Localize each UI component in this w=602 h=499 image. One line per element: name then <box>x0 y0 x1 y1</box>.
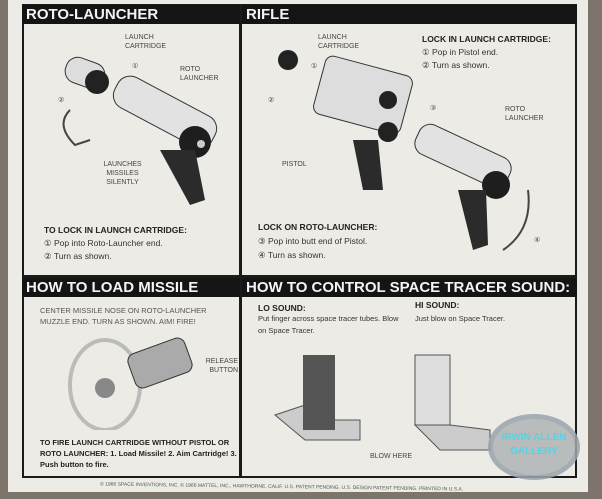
rifle-cartridge-step-2: ② Turn as shown. <box>422 60 490 70</box>
load-missile-intro: CENTER MISSILE NOSE ON ROTO-LAUNCHER MUZ… <box>40 306 207 326</box>
roto-launcher-title: ROTO-LAUNCHER <box>22 5 240 24</box>
lo-sound-text: Put finger across space tracer tubes. Bl… <box>258 314 399 335</box>
roto-launcher-illustration <box>62 56 218 205</box>
rifle-step-2-marker: ② <box>268 97 275 104</box>
watermark-line-1: IRWIN ALLEN <box>501 432 567 443</box>
rifle-illustration <box>278 50 530 251</box>
rifle-roto-launcher-label: ROTO LAUNCHER <box>505 106 544 122</box>
rifle-launch-cartridge-label: LAUNCH CARTRIDGE <box>318 34 360 50</box>
missile-illustration <box>68 337 193 430</box>
rifle-title: RIFLE <box>242 5 577 24</box>
space-tracer-illustration <box>273 354 491 451</box>
roto-step-1: ① Pop into Roto-Launcher end. <box>44 238 163 248</box>
rifle-step-4-marker: ④ <box>534 237 541 244</box>
rifle-roto-step-3: ③ Pop into butt end of Pistol. <box>258 236 368 246</box>
step-1-marker: ① <box>132 63 139 70</box>
roto-step-2: ② Turn as shown. <box>44 251 112 261</box>
step-2-marker: ② <box>58 97 65 104</box>
pistol-label: PISTOL <box>282 161 307 168</box>
rifle-step-3-marker: ③ <box>430 105 437 112</box>
release-button-label: RELEASE BUTTON <box>205 358 238 374</box>
launch-cartridge-label: LAUNCH CARTRIDGE <box>125 34 167 50</box>
rifle-cartridge-step-1: ① Pop in Pistol end. <box>422 47 499 57</box>
vertical-divider <box>239 4 242 478</box>
blow-here-label: BLOW HERE <box>370 453 413 460</box>
horizontal-divider <box>22 275 577 278</box>
lock-roto-heading: LOCK ON ROTO-LAUNCHER: <box>258 222 378 232</box>
rifle-lock-cartridge-heading: LOCK IN LAUNCH CARTRIDGE: <box>422 34 551 44</box>
hi-sound-heading: HI SOUND: <box>415 300 460 310</box>
hi-sound-text: Just blow on Space Tracer. <box>415 314 506 323</box>
watermark-line-2: GALLERY <box>510 446 558 457</box>
roto-launcher-label: ROTO LAUNCHER <box>180 66 219 82</box>
lock-cartridge-heading: TO LOCK IN LAUNCH CARTRIDGE: <box>44 225 187 235</box>
load-missile-title: HOW TO LOAD MISSILE <box>22 278 240 297</box>
launches-silently-label: LAUNCHES MISSILES SILENTLY <box>103 161 142 186</box>
lo-sound-heading: LO SOUND: <box>258 303 306 313</box>
gallery-watermark-logo: IRWIN ALLEN GALLERY <box>488 414 580 480</box>
tracer-sound-title: HOW TO CONTROL SPACE TRACER SOUND: <box>242 278 577 297</box>
rifle-step-1-marker: ① <box>311 63 318 70</box>
fire-without-pistol-text: TO FIRE LAUNCH CARTRIDGE WITHOUT PISTOL … <box>40 438 237 469</box>
rifle-roto-step-4: ④ Turn as shown. <box>258 250 326 260</box>
